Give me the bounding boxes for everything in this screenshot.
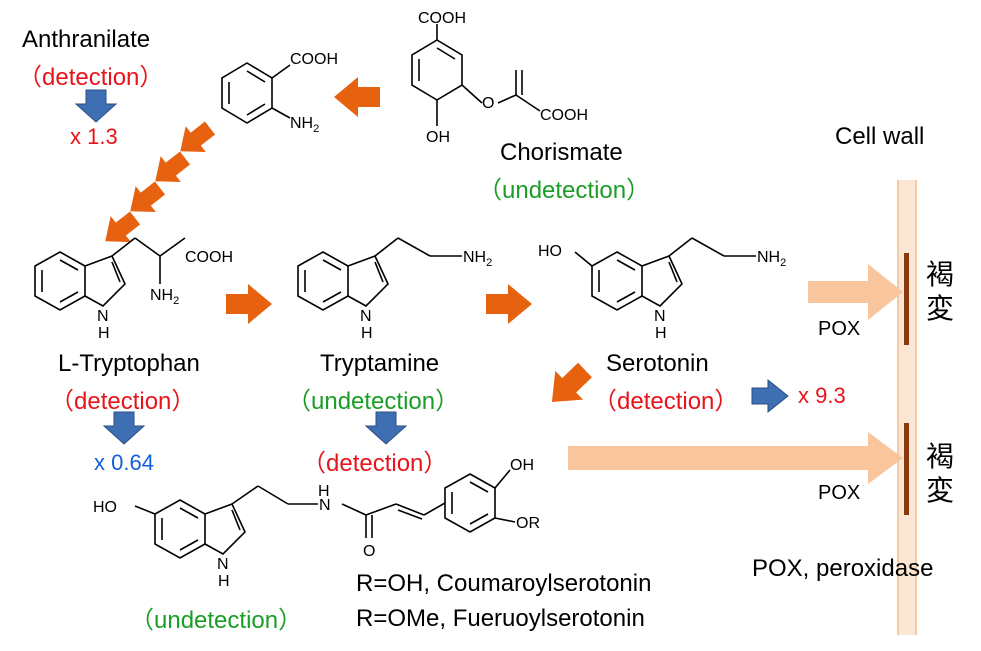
anthranilate-cooh: COOH — [290, 51, 338, 68]
tryptamine-structure — [297, 237, 462, 311]
coumaroylserotonin-label: R=OH, Coumaroylserotonin — [356, 570, 652, 597]
cell-wall-deposit-lower — [904, 423, 909, 515]
tryptamine-nh2: NH2 — [463, 249, 492, 269]
browning-label-lower: 褐変 — [926, 440, 955, 507]
orange-arrow-icon — [538, 355, 599, 417]
conjugate-structure — [134, 469, 516, 559]
blue-right-arrow-icon — [751, 379, 789, 413]
light-orange-arrow-icon — [808, 264, 903, 320]
anthranilate-fold: x 1.3 — [70, 124, 118, 149]
cell-wall-deposit-upper — [904, 253, 909, 345]
tryptamine-h: H — [361, 325, 373, 342]
serotonin-n: N — [654, 308, 666, 325]
cell-wall-title: Cell wall — [835, 123, 925, 150]
pox-legend: POX, peroxidase — [752, 555, 934, 582]
serotonin-h: H — [655, 325, 667, 342]
anthranilate-name: Anthranilate — [22, 26, 151, 53]
feruloylserotonin-label: R=OMe, Fueruoylserotonin — [356, 605, 645, 632]
conjugate-indole-n: N — [217, 556, 229, 573]
tryptophan-n: N — [97, 308, 109, 325]
conjugate-detection-status: （detection） — [302, 450, 448, 477]
anthranilate-status: （detection） — [18, 64, 164, 91]
pox-label-upper: POX — [818, 318, 861, 340]
serotonin-name: Serotonin — [606, 350, 709, 377]
chorismate-oh: OH — [426, 129, 450, 146]
serotonin-status: （detection） — [593, 388, 739, 415]
blue-down-arrow-icon — [365, 411, 407, 445]
orange-arrow-icon — [226, 284, 272, 324]
conjugate-status: （undetection） — [130, 607, 303, 634]
tryptamine-name: Tryptamine — [320, 350, 440, 377]
conjugate-indole-h: H — [218, 573, 230, 590]
tryptophan-nh2: NH2 — [150, 287, 179, 307]
conjugate-ho: HO — [93, 499, 117, 516]
conjugate-oh: OH — [510, 457, 534, 474]
conjugate-amide-n: N — [319, 497, 331, 514]
tryptophan-fold: x 0.64 — [94, 450, 154, 475]
chorismate-cooh-side: COOH — [540, 107, 588, 124]
chorismate-ether-o: O — [482, 95, 494, 112]
tryptamine-n: N — [360, 308, 372, 325]
tryptophan-name: L-Tryptophan — [58, 350, 200, 377]
chorismate-status: （undetection） — [478, 177, 651, 204]
chorismate-name: Chorismate — [500, 139, 623, 166]
orange-arrow-icon — [95, 205, 146, 255]
tryptamine-status: （undetection） — [287, 388, 460, 415]
blue-down-arrow-icon — [75, 89, 117, 123]
serotonin-ho: HO — [538, 243, 562, 260]
chorismate-cooh-top: COOH — [418, 10, 466, 27]
conjugate-amide-h: H — [318, 483, 330, 500]
tryptophan-structure — [34, 237, 186, 311]
serotonin-nh2: NH2 — [757, 249, 786, 269]
light-orange-arrow-icon — [568, 432, 903, 484]
chorismate-structure — [411, 24, 541, 126]
conjugate-carbonyl-o: O — [363, 543, 375, 560]
anthranilate-nh2: NH2 — [290, 115, 319, 135]
serotonin-fold: x 9.3 — [798, 383, 846, 408]
browning-label-upper: 褐変 — [926, 258, 955, 325]
cell-wall — [897, 180, 917, 635]
tryptophan-h: H — [98, 325, 110, 342]
blue-down-arrow-icon — [103, 411, 145, 445]
tryptophan-status: （detection） — [50, 388, 196, 415]
orange-arrow-icon — [486, 284, 532, 324]
pox-label-lower: POX — [818, 482, 861, 504]
tryptophan-cooh: COOH — [185, 249, 233, 266]
atom-labels: COOH O COOH OH COOH NH2 COOH NH2 N H NH2… — [93, 10, 786, 590]
serotonin-structure — [574, 237, 756, 311]
orange-arrow-icon — [334, 77, 380, 117]
anthranilate-structure — [221, 62, 291, 124]
conjugate-or: OR — [516, 515, 540, 532]
